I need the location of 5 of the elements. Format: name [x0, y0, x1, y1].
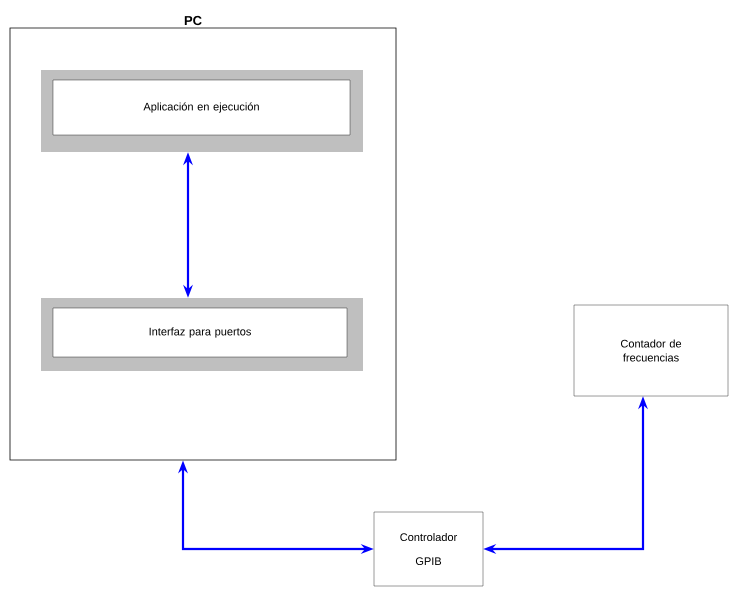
device-box: Controlador GPIB: [374, 512, 484, 586]
process-box: Aplicación en ejecución: [41, 70, 363, 152]
node-label: PC: [184, 16, 202, 26]
process-box: Interfaz para puertos: [41, 298, 363, 371]
device-box: Contador de frecuencias: [574, 304, 728, 396]
